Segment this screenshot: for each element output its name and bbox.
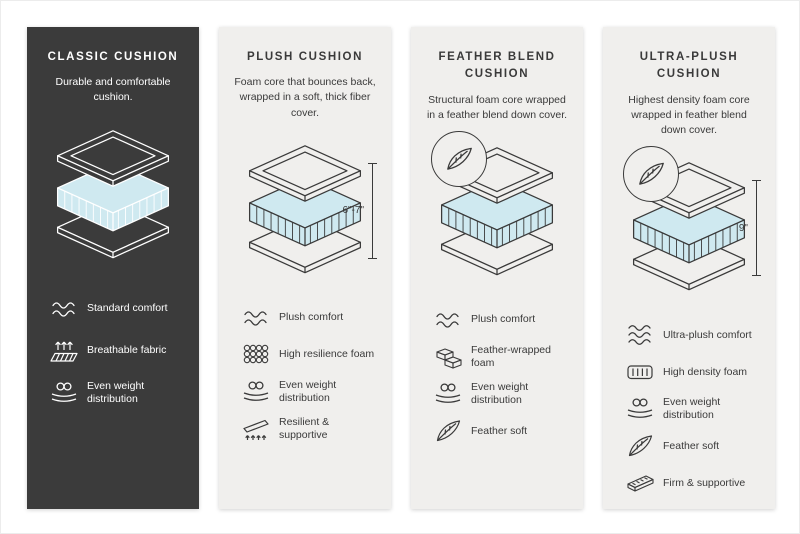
feather-badge xyxy=(623,146,679,203)
card-classic-cushion: CLASSIC CUSHION Durable and comfortable … xyxy=(27,27,199,509)
card-title: ULTRA-PLUSH CUSHION xyxy=(639,51,739,81)
even-weight-icon xyxy=(49,380,79,406)
feature-label: High resilience foam xyxy=(279,348,375,361)
feature-item: High density foam xyxy=(625,359,761,385)
height-dimension: 6"-7" xyxy=(342,162,377,259)
feature-item: Firm & supportive xyxy=(625,470,761,496)
feature-item: Even weight distribution xyxy=(49,380,185,406)
wavy-lines-icon xyxy=(433,307,463,333)
feature-label: Ultra-plush comfort xyxy=(663,328,752,341)
cushion-diagram: 9" xyxy=(617,144,761,312)
density-foam-icon xyxy=(625,359,655,385)
feature-label: Even weight distribution xyxy=(279,378,337,405)
feature-item: Feather soft xyxy=(625,433,761,459)
feature-label: Even weight distribution xyxy=(87,379,145,405)
feature-label: High density foam xyxy=(663,365,748,378)
card-plush-cushion: PLUSH CUSHION Foam core that bounces bac… xyxy=(219,27,391,509)
feature-list: Plush comfort High resilience foam Even … xyxy=(233,305,377,443)
breathable-fabric-icon xyxy=(49,338,79,364)
card-feather-blend-cushion: FEATHER BLEND CUSHION Structural foam co… xyxy=(411,27,583,509)
card-title: CLASSIC CUSHION xyxy=(47,51,179,63)
feature-item: Resilient & supportive xyxy=(241,416,377,442)
card-description: Highest density foam core wrapped in fea… xyxy=(628,93,750,136)
card-description: Structural foam core wrapped in a feathe… xyxy=(426,93,568,121)
feature-item: Plush comfort xyxy=(433,307,569,333)
feather-badge xyxy=(431,130,487,187)
feather-icon xyxy=(625,433,655,459)
feature-label: Even weight distribution xyxy=(471,381,529,407)
even-weight-icon xyxy=(433,381,463,407)
dimension-line xyxy=(368,162,377,259)
wavy-lines-icon xyxy=(49,296,79,322)
card-ultra-plush-cushion: ULTRA-PLUSH CUSHION Highest density foam… xyxy=(603,27,775,509)
feature-item: Feather-wrapped foam xyxy=(433,344,569,370)
card-title: PLUSH CUSHION xyxy=(246,51,363,63)
feature-label: Breathable fabric xyxy=(87,344,167,357)
feature-label: Feather soft xyxy=(471,424,528,437)
feature-label: Plush comfort xyxy=(471,313,536,326)
feature-item: Even weight distribution xyxy=(433,381,569,407)
resilience-foam-icon xyxy=(241,342,271,368)
feature-item: Plush comfort xyxy=(241,305,377,331)
height-dimension: 9" xyxy=(738,180,761,277)
feature-item: Even weight distribution xyxy=(241,379,377,405)
feature-item: Standard comfort xyxy=(49,296,185,322)
cushion-diagram xyxy=(425,129,569,297)
firm-support-icon xyxy=(625,470,655,496)
feature-label: Feather soft xyxy=(663,439,720,452)
feather-icon xyxy=(443,145,475,173)
feature-item: High resilience foam xyxy=(241,342,377,368)
feature-label: Plush comfort xyxy=(279,311,344,324)
card-title: FEATHER BLEND CUSHION xyxy=(438,51,556,81)
feature-label: Even weight distribution xyxy=(663,396,721,422)
feature-list: Ultra-plush comfort High density foam Ev… xyxy=(617,322,761,496)
feature-label: Feather-wrapped foam xyxy=(471,343,551,370)
feature-label: Standard comfort xyxy=(87,302,168,315)
feather-icon xyxy=(635,160,667,188)
feature-label: Resilient & supportive xyxy=(279,416,330,442)
feature-item: Feather soft xyxy=(433,418,569,444)
card-description: Foam core that bounces back, wrapped in … xyxy=(234,76,376,119)
card-description: Durable and comfortable cushion. xyxy=(55,76,171,104)
cushion-diagram: 6"-7" xyxy=(233,127,377,295)
feature-label: Firm & supportive xyxy=(663,476,746,489)
dimension-line xyxy=(752,180,761,277)
cushion-diagram xyxy=(41,112,185,280)
triple-wavy-lines-icon xyxy=(625,322,655,348)
spring-support-icon xyxy=(241,416,271,442)
feature-item: Breathable fabric xyxy=(49,338,185,364)
even-weight-icon xyxy=(241,379,271,405)
feather-icon xyxy=(433,418,463,444)
dimension-label: 6"-7" xyxy=(342,205,364,217)
even-weight-icon xyxy=(625,396,655,422)
wavy-lines-icon xyxy=(241,305,271,331)
feature-list: Standard comfort Breathable fabric Even … xyxy=(41,296,185,406)
feature-item: Even weight distribution xyxy=(625,396,761,422)
feature-item: Ultra-plush comfort xyxy=(625,322,761,348)
foam-bricks-icon xyxy=(433,344,463,370)
layered-cushion-illustration xyxy=(54,129,172,263)
dimension-label: 9" xyxy=(738,222,748,234)
feature-list: Plush comfort Feather-wrapped foam Even … xyxy=(425,307,569,445)
